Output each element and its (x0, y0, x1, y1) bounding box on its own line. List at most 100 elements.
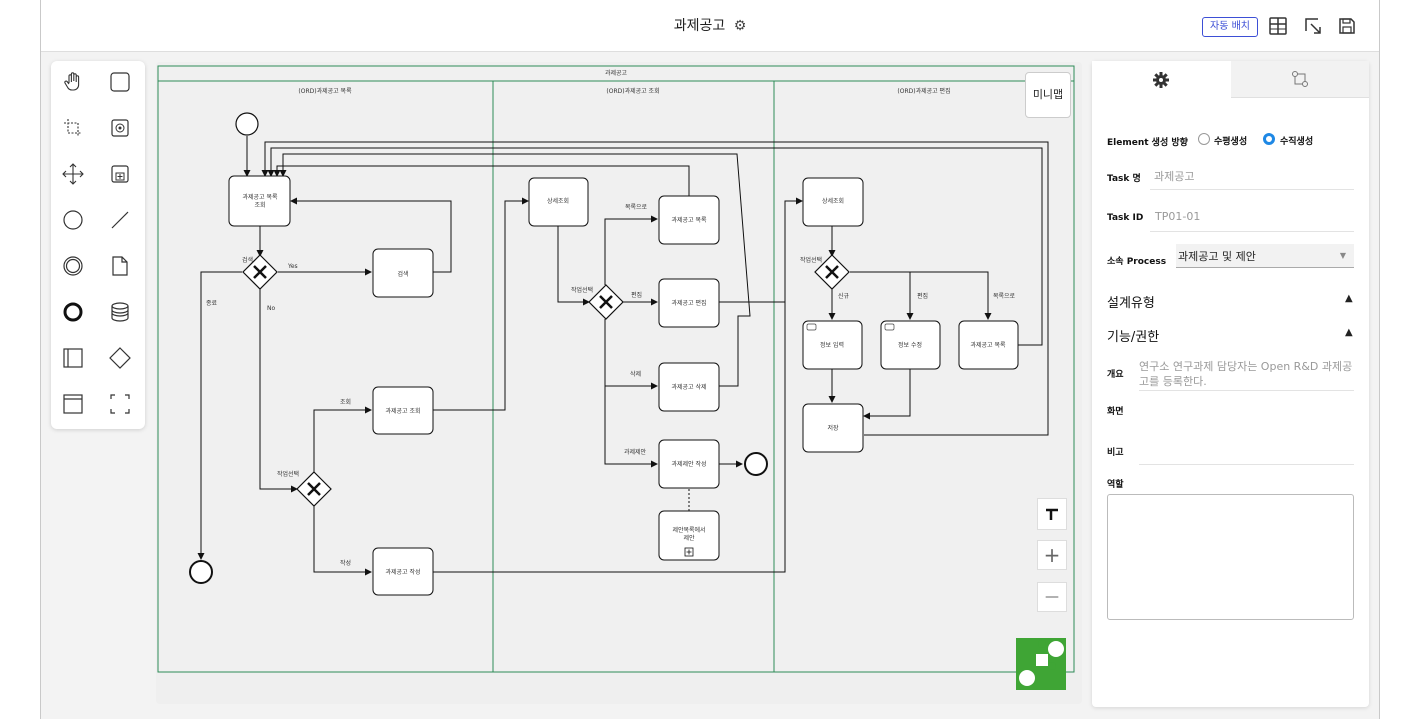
radio-horizontal[interactable] (1198, 133, 1210, 145)
field-underline (1139, 464, 1354, 465)
task-label: 과제공고 삭제 (671, 383, 706, 391)
task-label: 과제공고 편집 (671, 299, 706, 307)
move-tool-icon[interactable] (58, 159, 88, 189)
pool-icon[interactable] (58, 343, 88, 373)
flow-label: 편집 (917, 292, 928, 300)
direction-label: Element 생성 방향 (1107, 138, 1188, 148)
top-bar: 과제공고 ⚙ 자동 배치 (41, 0, 1379, 52)
crop-tool-icon[interactable] (58, 113, 88, 143)
intermediate-event-icon[interactable] (58, 251, 88, 281)
task-detail[interactable]: 상세조회 (802, 177, 864, 227)
task-view[interactable]: 과제공고 조회 (372, 386, 434, 435)
brand-logo (1016, 638, 1066, 690)
end-event[interactable] (189, 560, 213, 584)
role-textarea[interactable] (1107, 494, 1354, 620)
task-label: 조회 (254, 201, 265, 209)
task-search[interactable]: 검색 (372, 248, 434, 298)
lane-title: (ORD)과제공고 편집 (897, 87, 950, 95)
task-label: 과제제안 작성 (671, 460, 706, 468)
task-label: 저장 (827, 424, 839, 432)
task-list[interactable]: 과제공고 목록 (958, 320, 1019, 370)
connector-line-icon[interactable] (105, 205, 135, 235)
end-event[interactable] (744, 452, 768, 476)
process-select-value: 과제공고 및 제안 (1178, 250, 1256, 263)
task-modify[interactable]: 정보 수정 (880, 320, 941, 370)
note-label: 비고 (1107, 448, 1124, 458)
task-label: 정보 수정 (898, 342, 922, 349)
section-function[interactable]: 기능/권한 (1107, 330, 1160, 345)
save-icon[interactable] (1337, 16, 1357, 36)
start-event-icon[interactable] (58, 205, 88, 235)
process-select[interactable]: 과제공고 및 제안 ▼ (1176, 244, 1354, 268)
zoom-in-button[interactable]: + (1037, 540, 1067, 570)
task-label: 상세조회 (822, 197, 844, 205)
task-label: 검색 (397, 270, 408, 278)
overview-textarea[interactable]: 연구소 연구과제 담당자는 Open R&D 과제공고를 등록한다. (1139, 360, 1353, 388)
task-tool-icon[interactable] (105, 67, 135, 97)
lane-icon[interactable] (58, 389, 88, 419)
chevron-up-icon[interactable]: ▲ (1345, 293, 1353, 304)
process-label: 소속 Process (1107, 257, 1167, 267)
task-delete[interactable]: 과제공고 삭제 (658, 362, 720, 412)
flow-label: Yes (287, 263, 298, 270)
auto-layout-button[interactable]: 자동 배치 (1202, 17, 1258, 37)
table-layout-icon[interactable] (1268, 16, 1288, 36)
task-write[interactable]: 과제공고 작성 (372, 547, 434, 596)
task-label: 상세조회 (547, 197, 569, 205)
task-list-view[interactable]: 과제공고 목록 조회 (228, 175, 291, 227)
task-detail[interactable]: 상세조회 (528, 177, 589, 227)
radio-vertical[interactable] (1263, 133, 1275, 145)
flow-icon (1292, 71, 1308, 87)
radio-label: 수직생성 (1280, 137, 1314, 147)
task-save[interactable]: 저장 (802, 403, 864, 453)
connector-tool-icon[interactable] (1037, 498, 1067, 530)
task-propose[interactable]: 과제제안 작성 (658, 439, 720, 489)
properties-panel: Element 생성 방향 수평생성 수직생성 Task 명 과제공고 Task… (1092, 61, 1369, 707)
section-design-type[interactable]: 설계유형 (1107, 296, 1155, 311)
data-store-icon[interactable] (105, 297, 135, 327)
screen-label: 화면 (1107, 407, 1124, 417)
field-underline (1150, 189, 1354, 190)
task-list[interactable]: 과제공고 목록 (658, 195, 720, 245)
flow-label: 검색 (242, 256, 253, 264)
chevron-up-icon[interactable]: ▲ (1345, 327, 1353, 338)
task-edit[interactable]: 과제공고 편집 (658, 278, 720, 328)
gateway[interactable] (814, 254, 850, 290)
task-name-label: Task 명 (1107, 174, 1141, 184)
flow-label: 작업선택 (800, 256, 822, 264)
pool-title: 과제공고 (605, 69, 628, 77)
collapsed-subprocess-icon[interactable] (105, 159, 135, 189)
end-event-icon[interactable] (58, 297, 88, 327)
gateway-icon[interactable] (105, 343, 135, 373)
task-label: 과제공고 조회 (385, 407, 420, 415)
gateway[interactable] (588, 284, 624, 320)
subprocess-tool-icon[interactable] (105, 113, 135, 143)
zoom-out-button[interactable]: — (1037, 582, 1067, 612)
hand-tool-icon[interactable] (58, 67, 88, 97)
gateway[interactable] (296, 471, 332, 507)
page-title-text: 과제공고 (673, 18, 726, 34)
radio-label: 수평생성 (1214, 137, 1248, 147)
flow-label: 작업선택 (277, 470, 299, 478)
task-input[interactable]: 정보 입력 (802, 320, 863, 370)
page-title: 과제공고 ⚙ (41, 15, 1379, 35)
flow-label: 삭제 (630, 370, 641, 378)
tab-flow[interactable] (1231, 61, 1369, 98)
minimap-button[interactable]: 미니맵 (1025, 72, 1071, 118)
element-toolbox (51, 61, 145, 429)
group-icon[interactable] (105, 389, 135, 419)
task-name-field[interactable]: 과제공고 (1154, 170, 1195, 183)
settings-gear-icon[interactable]: ⚙ (733, 18, 747, 34)
task-label: 과제공고 목록 (970, 341, 1006, 349)
task-label: 과제공고 목록 (242, 193, 278, 201)
subprocess-proposal[interactable]: 제안목록에서 제안 (658, 510, 720, 561)
flow-label: 종료 (206, 300, 218, 307)
start-event[interactable] (235, 112, 259, 136)
task-id-field[interactable]: TP01-01 (1155, 210, 1201, 223)
tab-settings[interactable] (1092, 61, 1230, 98)
flow-label: 작성 (340, 559, 351, 567)
gateway[interactable] (242, 254, 278, 290)
task-label: 정보 입력 (820, 341, 844, 349)
export-icon[interactable] (1303, 16, 1323, 36)
data-object-icon[interactable] (105, 251, 135, 281)
